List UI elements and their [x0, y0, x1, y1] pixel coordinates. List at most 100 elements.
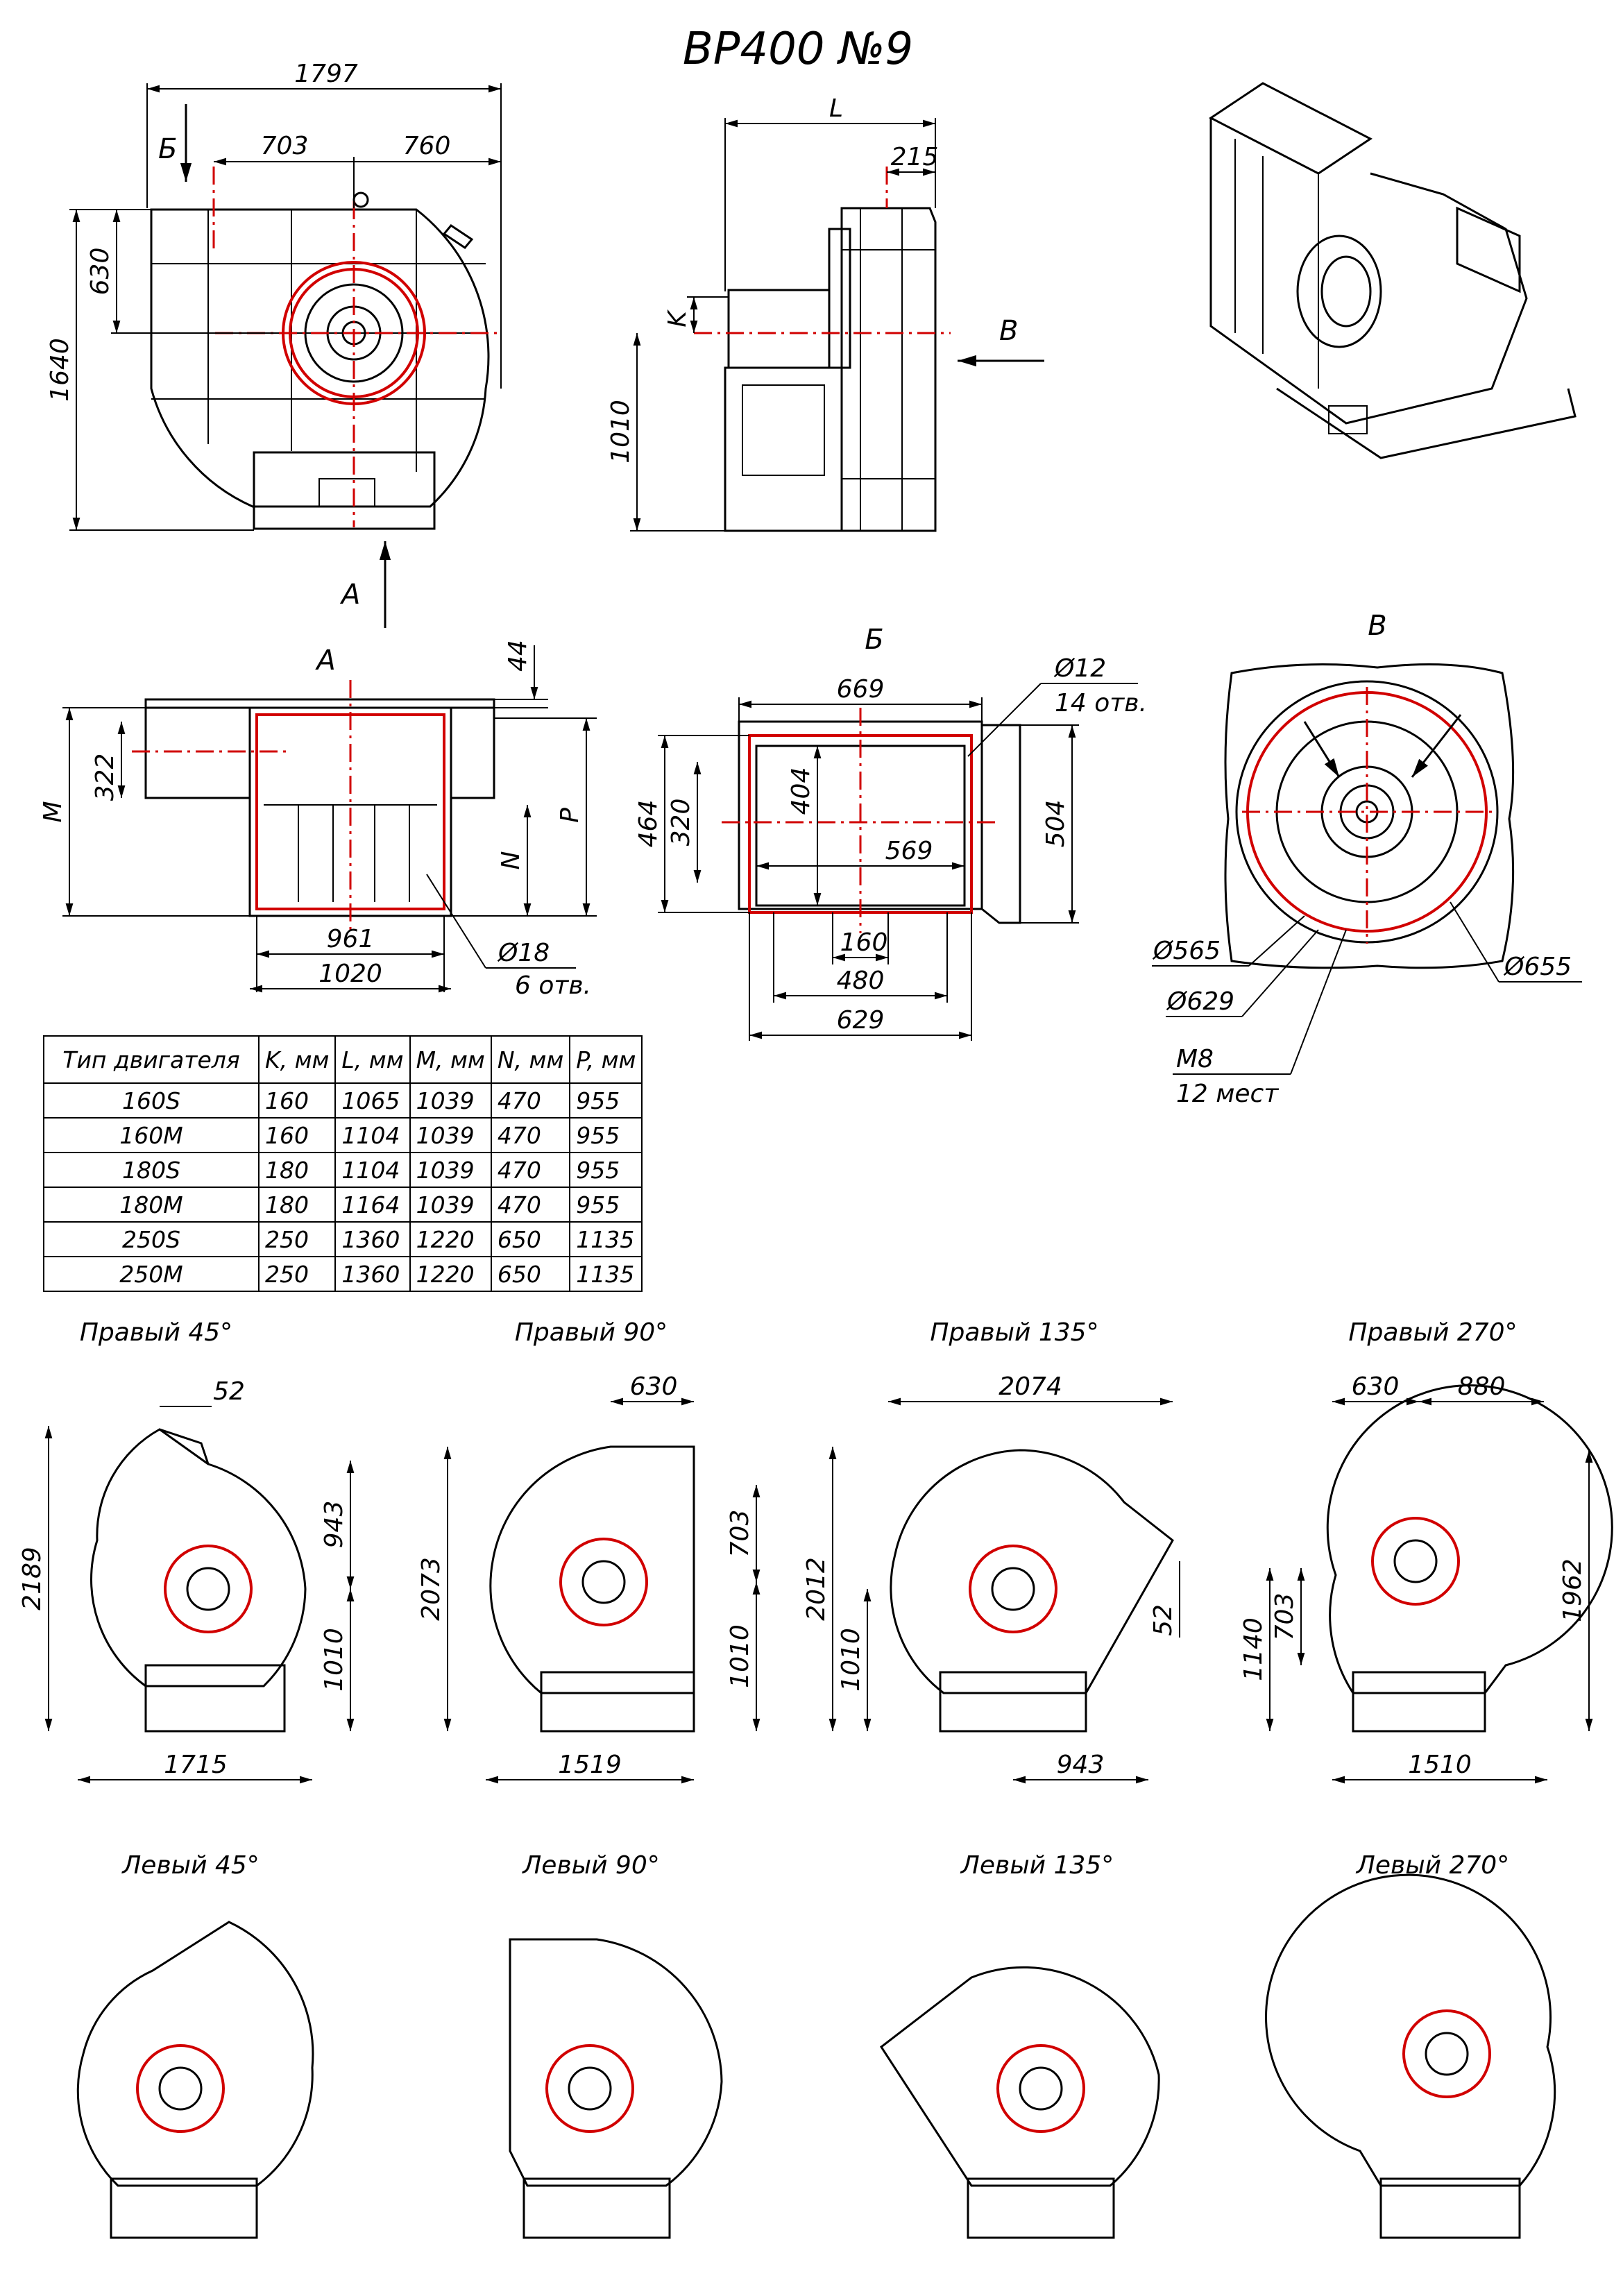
view-a-label: А: [314, 645, 335, 677]
table-header-row: Тип двигателя K, мм L, мм M, мм N, мм P,…: [43, 1035, 643, 1084]
dim-v-thread-count: 12 мест: [1176, 1080, 1279, 1108]
dim-a-m: M: [39, 801, 67, 822]
table-cell: 1039: [409, 1117, 492, 1153]
dim-b-480: 480: [837, 967, 885, 995]
dim-right-135-top: 2074: [999, 1372, 1062, 1401]
table-cell: 470: [490, 1187, 571, 1223]
view-b-label: Б: [865, 624, 883, 656]
dim-right-90-upper: 703: [726, 1510, 754, 1558]
dim-right-90-lower: 1010: [726, 1624, 754, 1688]
table-cell: 1039: [409, 1187, 492, 1223]
dim-v-655: Ø655: [1503, 953, 1572, 981]
dim-right-270-mid: 703: [1271, 1593, 1299, 1641]
table-cell: 180M: [43, 1187, 260, 1223]
table-header-cell: L, мм: [334, 1035, 411, 1084]
position-right-90: Правый 90° 2073 703 1010 1519 630: [417, 1318, 760, 1784]
table-cell: 470: [490, 1082, 571, 1119]
dim-v-629: Ø629: [1166, 987, 1234, 1016]
table-cell: 1065: [334, 1082, 411, 1119]
table-row: 180M 180 1164 1039 470 955: [43, 1187, 643, 1223]
dim-b-inner-height: 320: [667, 799, 695, 847]
table-cell: 160: [257, 1117, 337, 1153]
position-label: Правый 135°: [930, 1318, 1098, 1347]
table-cell: 180: [257, 1152, 337, 1188]
table-cell: 1360: [334, 1221, 411, 1257]
dim-right-45-height: 2189: [18, 1547, 46, 1610]
motor-table: Тип двигателя K, мм L, мм M, мм N, мм P,…: [43, 1035, 643, 1292]
dim-a-inlet: 322: [91, 754, 119, 801]
position-right-270: Правый 270° 1962 1140 703 1510 630 880: [1239, 1318, 1613, 1784]
table-cell: 250M: [43, 1256, 260, 1292]
dim-right-270-height: 1962: [1558, 1558, 1587, 1622]
dim-b-top-width: 669: [837, 675, 885, 704]
table-row: 180S 180 1104 1039 470 955: [43, 1152, 643, 1188]
dim-right-90-top: 630: [630, 1372, 678, 1401]
dim-right-270-top-left: 630: [1352, 1372, 1400, 1401]
table-cell: 1164: [334, 1187, 411, 1223]
table-header-cell: M, мм: [409, 1035, 492, 1084]
arrow-v-label: В: [999, 315, 1018, 347]
dim-v-565: Ø565: [1152, 937, 1221, 965]
dim-right-270-top-right: 880: [1458, 1372, 1506, 1401]
dim-right-135-width: 943: [1057, 1751, 1105, 1779]
dim-right-45-upper: 943: [320, 1501, 348, 1549]
table-cell: 1104: [334, 1117, 411, 1153]
dim-b-404: 404: [787, 767, 815, 815]
table-cell: 1104: [334, 1152, 411, 1188]
table-header-cell: N, мм: [490, 1035, 571, 1084]
position-right-45: Правый 45° 2189 943 1010 1715 52: [18, 1318, 355, 1784]
dim-side-l: L: [829, 94, 843, 123]
dim-b-160: 160: [840, 928, 888, 957]
dim-front-left: 703: [261, 132, 309, 160]
table-cell: 955: [569, 1117, 643, 1153]
table-cell: 650: [490, 1221, 571, 1257]
dim-a-outer: 1020: [318, 960, 382, 988]
table-cell: 1135: [569, 1256, 643, 1292]
dim-right-90-height: 2073: [417, 1557, 445, 1621]
position-left-135: Левый 135°: [879, 1851, 1160, 2239]
view-b: Б 669 Ø12 14 отв. 464 320 404 569 504 16…: [634, 624, 1147, 1041]
dim-right-45-width: 1715: [164, 1751, 228, 1779]
dim-side-height: 1010: [606, 400, 635, 464]
table-row: 250S 250 1360 1220 650 1135: [43, 1221, 643, 1257]
dim-b-outer-height: 464: [634, 800, 663, 848]
table-cell: 1360: [334, 1256, 411, 1292]
dim-right-135-height: 2012: [802, 1557, 831, 1621]
dim-b-504: 504: [1042, 800, 1070, 848]
dim-right-45-lower: 1010: [320, 1628, 348, 1692]
dim-right-45-top: 52: [213, 1377, 245, 1406]
dim-front-height: 1640: [46, 338, 74, 402]
arrow-b-label: Б: [158, 133, 177, 165]
dim-side-offset: 215: [891, 143, 939, 171]
dim-b-569: 569: [885, 837, 933, 865]
position-label: Правый 270°: [1348, 1318, 1517, 1347]
dim-b-hole: Ø12: [1053, 654, 1106, 683]
dim-right-90-width: 1519: [558, 1751, 622, 1779]
position-label: Правый 45°: [80, 1318, 232, 1347]
dim-right-135-lower: 1010: [837, 1628, 865, 1692]
table-cell: 250: [257, 1221, 337, 1257]
table-cell: 1220: [409, 1221, 492, 1257]
position-left-90: Левый 90°: [509, 1851, 723, 2239]
dim-v-thread: M8: [1176, 1045, 1214, 1073]
dim-b-hole-count: 14 отв.: [1055, 689, 1147, 717]
position-left-270: Левый 270°: [1265, 1851, 1556, 2239]
table-cell: 955: [569, 1187, 643, 1223]
dim-a-n: N: [497, 851, 525, 870]
dim-a-top: 44: [504, 640, 532, 672]
dim-a-inner: 961: [327, 925, 375, 953]
table-cell: 250: [257, 1256, 337, 1292]
arrow-a-label: А: [339, 579, 360, 611]
table-cell: 180S: [43, 1152, 260, 1188]
table-header-cell: P, мм: [569, 1035, 643, 1084]
dim-b-629: 629: [837, 1006, 885, 1035]
dim-a-p: P: [556, 808, 584, 823]
table-row: 250M 250 1360 1220 650 1135: [43, 1256, 643, 1292]
table-cell: 1135: [569, 1221, 643, 1257]
position-left-45: Левый 45°: [76, 1851, 314, 2239]
position-label: Левый 135°: [960, 1851, 1114, 1880]
table-cell: 180: [257, 1187, 337, 1223]
position-right-135: Правый 135° 2012 1010 2074 52 943: [802, 1318, 1180, 1784]
table-row: 160M 160 1104 1039 470 955: [43, 1117, 643, 1153]
